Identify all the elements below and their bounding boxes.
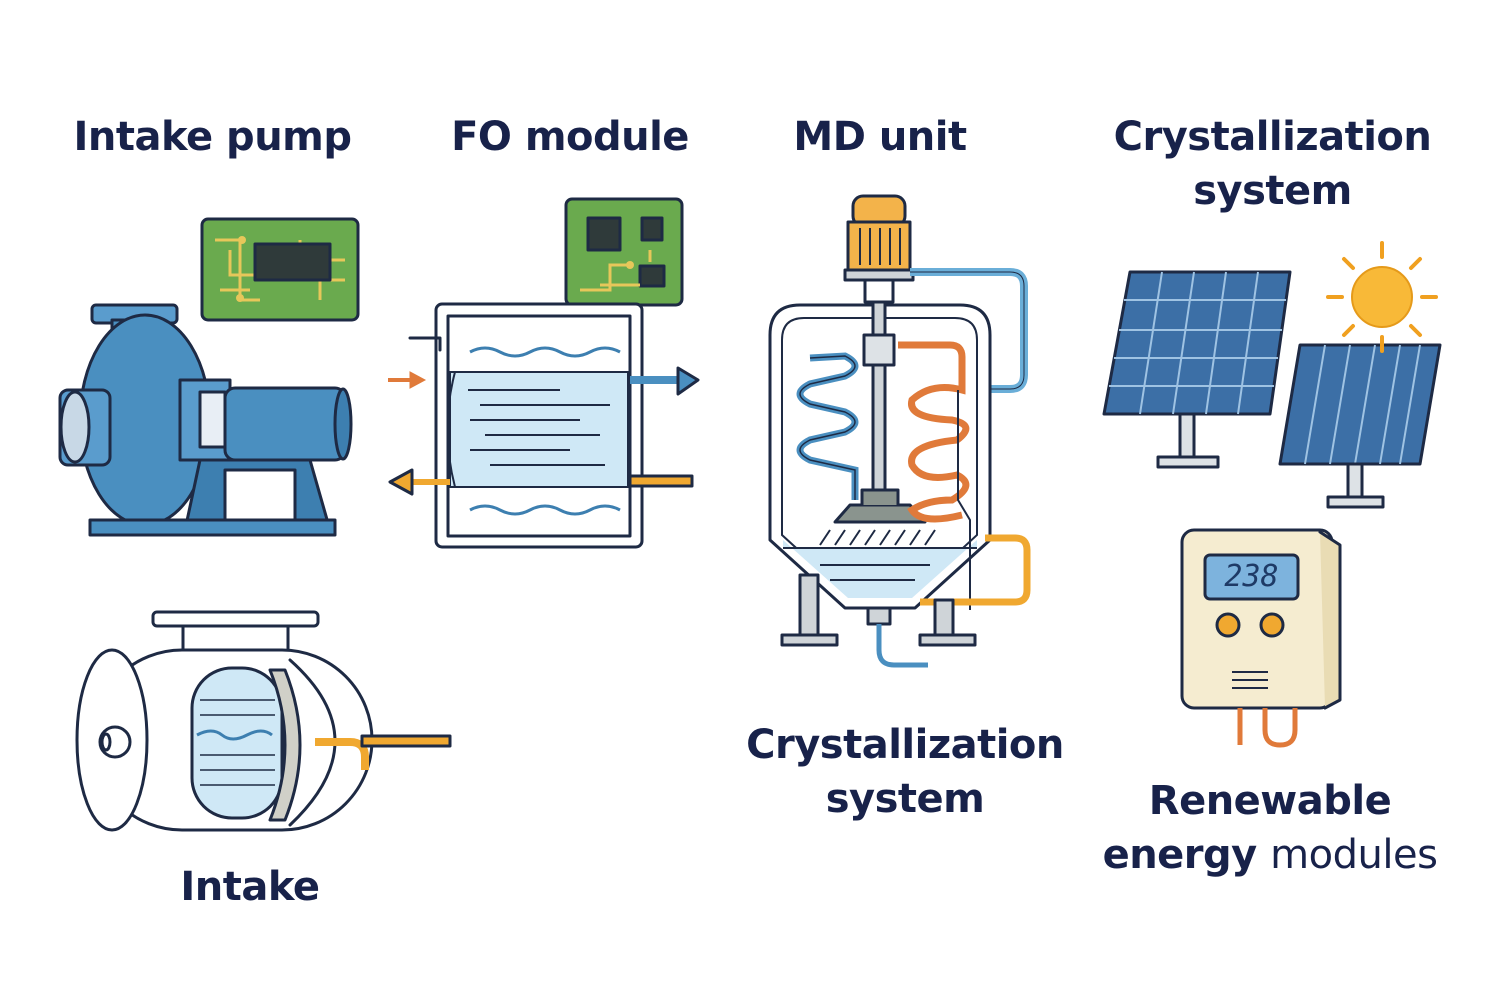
cylinder-intake-icon — [75, 610, 452, 832]
label-crystallization-top-line1: Crystallization — [1113, 114, 1432, 160]
label-crystallization-mid: Crystallization system — [735, 718, 1075, 826]
label-md-unit: MD unit — [793, 114, 967, 160]
fo-membrane-icon — [388, 302, 700, 549]
solar-panel-icon — [1278, 343, 1442, 509]
controller-box-icon — [1180, 528, 1342, 748]
label-crystallization-mid-line2: system — [825, 776, 985, 822]
label-renewable-energy: energy — [1102, 832, 1258, 878]
label-crystallization-top: Crystallization system — [1100, 110, 1445, 218]
circuit-board-icon — [200, 217, 360, 322]
label-renewable-line1: Renewable — [1148, 778, 1392, 824]
label-intake-pump: Intake pump — [73, 114, 352, 160]
circuit-board-icon — [564, 197, 684, 307]
controller-display-readout: 238 — [1224, 559, 1279, 594]
sun-icon — [1326, 241, 1438, 353]
label-intake: Intake — [180, 864, 320, 910]
crystallizer-tank-icon — [768, 194, 1031, 668]
label-crystallization-mid-line1: Crystallization — [746, 722, 1064, 768]
label-fo-module: FO module — [451, 114, 689, 160]
solar-panel-icon — [1102, 270, 1292, 469]
label-renewable-modules: modules — [1270, 832, 1438, 878]
label-renewable-line2: energy modules — [1090, 828, 1450, 882]
label-renewable: Renewable energy modules — [1090, 774, 1450, 882]
label-crystallization-top-line2: system — [1193, 168, 1352, 214]
centrifugal-pump-icon — [58, 303, 353, 537]
